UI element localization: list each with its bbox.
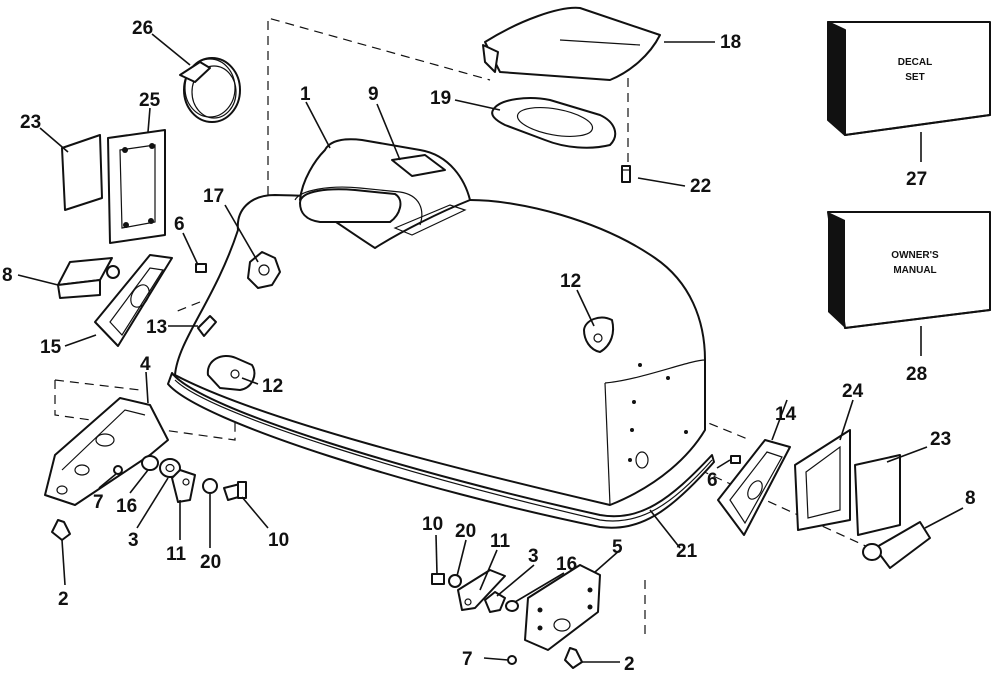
frame-part-right [717, 439, 791, 536]
top-cover-part [482, 6, 661, 81]
callout-22: 22 [690, 176, 711, 197]
callout-27: 27 [906, 169, 927, 190]
bracket-part-right [524, 564, 601, 651]
callout-19: 19 [430, 88, 451, 109]
screw-22 [621, 165, 631, 183]
gasket-plate-part [107, 129, 166, 244]
hardware-right-group [431, 569, 583, 669]
decal-square-left [61, 134, 103, 211]
callout-numbers: 1 9 26 23 25 18 19 22 17 6 8 12 13 15 12… [2, 18, 976, 675]
callout-3-left: 3 [128, 530, 139, 551]
callout-11-left: 11 [166, 544, 187, 565]
callout-6-right: 6 [707, 470, 718, 491]
gasket-ring-part [491, 97, 617, 149]
frame-part [94, 254, 173, 347]
cowl-clamp-plate-side [583, 316, 615, 353]
callout-6-left: 6 [174, 214, 185, 235]
callout-12-front: 12 [262, 376, 283, 397]
screw-6-left [195, 263, 207, 273]
latch-slot-part [391, 154, 446, 177]
callout-7-right: 7 [462, 649, 473, 670]
knob-part [247, 251, 281, 289]
callout-8-right: 8 [965, 488, 976, 509]
leader-lines [17, 33, 964, 663]
owners-manual-box: OWNER'S MANUAL [827, 211, 991, 329]
callout-24: 24 [842, 381, 864, 402]
cable-coil-part [179, 57, 241, 123]
hardware-left-group [51, 455, 247, 541]
callout-17: 17 [203, 186, 224, 207]
callout-10-left: 10 [268, 530, 289, 551]
manual-box-line-1: OWNER'S [891, 250, 939, 261]
plug-part-left [57, 257, 120, 299]
callout-2-right: 2 [624, 654, 635, 675]
callout-14: 14 [775, 404, 797, 425]
screw-6-right [730, 455, 741, 464]
callout-10-right: 10 [422, 514, 443, 535]
plug-part-right [862, 521, 931, 569]
rubber-pad-part [197, 315, 217, 337]
callout-23-right: 23 [930, 429, 951, 450]
callout-25: 25 [139, 90, 161, 111]
callout-4: 4 [140, 354, 151, 375]
callout-28: 28 [906, 364, 927, 385]
callout-20-left: 20 [200, 552, 221, 573]
callout-1: 1 [300, 84, 311, 105]
callout-20-right: 20 [455, 521, 476, 542]
callout-21: 21 [676, 541, 698, 562]
gasket-plate-right [794, 429, 851, 531]
manual-box-line-2: MANUAL [893, 265, 936, 276]
callout-13: 13 [146, 317, 167, 338]
callout-18: 18 [720, 32, 741, 53]
callout-11-right: 11 [490, 531, 511, 552]
callout-3-right: 3 [528, 546, 539, 567]
engine-cover-cowl [167, 138, 715, 529]
bracket-part-left [44, 397, 169, 506]
decal-box-line-2: SET [905, 72, 924, 83]
callout-9: 9 [368, 84, 379, 105]
decal-set-box: DECAL SET [827, 21, 991, 136]
decal-square-right [854, 454, 901, 536]
callout-12-side: 12 [560, 271, 581, 292]
callout-26: 26 [132, 18, 153, 39]
callout-8-left: 8 [2, 265, 13, 286]
callout-7-left: 7 [93, 492, 104, 513]
callout-16-left: 16 [116, 496, 137, 517]
callout-15: 15 [40, 337, 62, 358]
decal-box-line-1: DECAL [898, 57, 932, 68]
callout-16-right: 16 [556, 554, 577, 575]
callout-2-left: 2 [58, 589, 69, 610]
callout-5: 5 [612, 537, 623, 558]
callout-23-left: 23 [20, 112, 41, 133]
